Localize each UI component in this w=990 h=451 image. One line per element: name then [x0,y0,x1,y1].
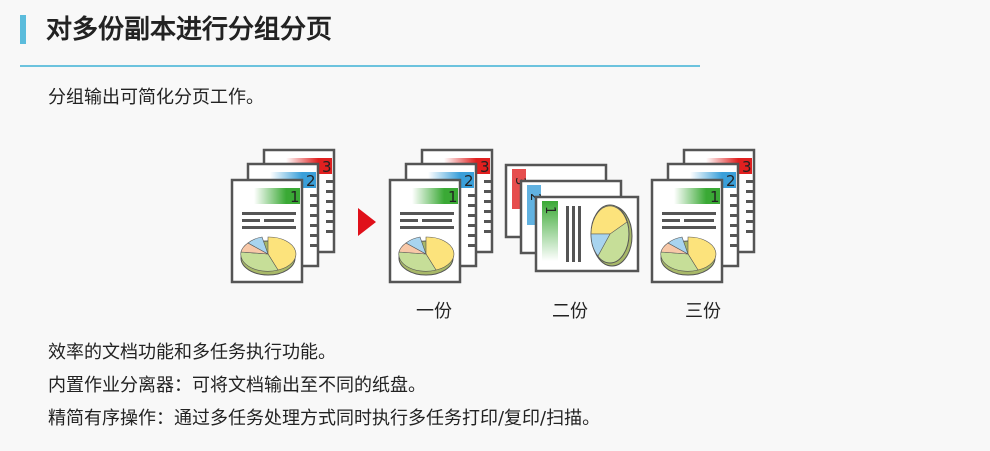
page-number-band [254,188,300,204]
title-accent-bar [20,15,26,44]
caption-three-copies: 三份 [685,301,721,322]
text-line [310,214,318,217]
page-number: 2 [464,172,474,190]
feature-line-3: 精简有序操作：通过多任务处理方式同时执行多任务打印/复印/扫描。 [48,408,601,429]
pie-slice [660,251,699,272]
caption-two-copies: 二份 [552,301,588,322]
text-line [326,210,334,213]
page-number: 1 [710,188,720,206]
text-line [326,220,334,223]
text-line [730,224,738,227]
page-number: 2 [527,193,542,201]
page-number: 1 [290,188,300,206]
text-line [310,204,318,207]
text-line [484,210,492,213]
text-line [326,180,334,183]
title-divider [20,65,700,67]
text-line [484,180,492,183]
text-line [566,206,569,262]
text-line [730,244,738,247]
text-line [310,244,318,247]
text-line [468,224,476,227]
page-number: 2 [306,172,316,190]
pie-slice [267,236,297,271]
stack-three-copies: 321 [650,148,756,284]
text-line [310,224,318,227]
page-number: 3 [322,158,332,176]
text-line [662,219,680,222]
page-number: 3 [742,158,752,176]
text-line [484,200,492,203]
pie-slice [240,251,279,272]
stack-original: 321 [230,148,336,284]
pie-slice [398,251,437,272]
text-line [326,190,334,193]
text-line [400,219,418,222]
page-number-band [674,188,720,204]
text-line [310,194,318,197]
page-number-band [542,201,558,261]
text-line [326,230,334,233]
page-number: 1 [542,206,557,214]
page-number: 1 [448,188,458,206]
text-line [746,180,754,183]
text-line [468,234,476,237]
text-line [746,220,754,223]
page-title: 对多份副本进行分组分页 [46,15,333,45]
text-line [746,210,754,213]
text-line [684,219,714,222]
text-line [242,219,260,222]
text-line [730,234,738,237]
text-line [242,226,296,229]
text-line [468,244,476,247]
text-line [468,204,476,207]
text-line [422,219,452,222]
page-number: 2 [726,172,736,190]
text-line [730,204,738,207]
text-line [730,194,738,197]
pie-slice [405,236,427,255]
page-number-band [412,188,458,204]
text-line [242,212,296,215]
text-line [310,234,318,237]
feature-line-1: 效率的文档功能和多任务执行功能。 [48,342,336,363]
page-number: 3 [480,158,490,176]
text-line [484,230,492,233]
arrow-right-icon [358,208,376,236]
text-line [468,194,476,197]
pie-slice [687,236,717,271]
pie-slice [590,205,628,235]
text-line [746,230,754,233]
text-line [264,219,294,222]
caption-one-copy: 一份 [416,301,452,322]
text-line [730,214,738,217]
text-line [746,190,754,193]
text-line [484,190,492,193]
text-line [400,226,454,229]
text-line [326,200,334,203]
text-line [662,226,716,229]
text-line [572,206,575,262]
text-line [578,206,581,262]
pie-slice [667,236,689,255]
pie-slice [425,236,455,271]
subtitle: 分组输出可简化分页工作。 [48,87,264,108]
page-number: 3 [512,177,527,185]
text-line [662,212,716,215]
text-line [468,214,476,217]
stack-two-copies: 321 [504,163,640,273]
text-line [746,200,754,203]
feature-line-2: 内置作业分离器：可将文档输出至不同的纸盘。 [48,375,426,396]
stack-one-copy: 321 [388,148,494,284]
text-line [400,212,454,215]
text-line [484,220,492,223]
pie-slice [247,236,269,255]
pie-slice [590,233,611,257]
